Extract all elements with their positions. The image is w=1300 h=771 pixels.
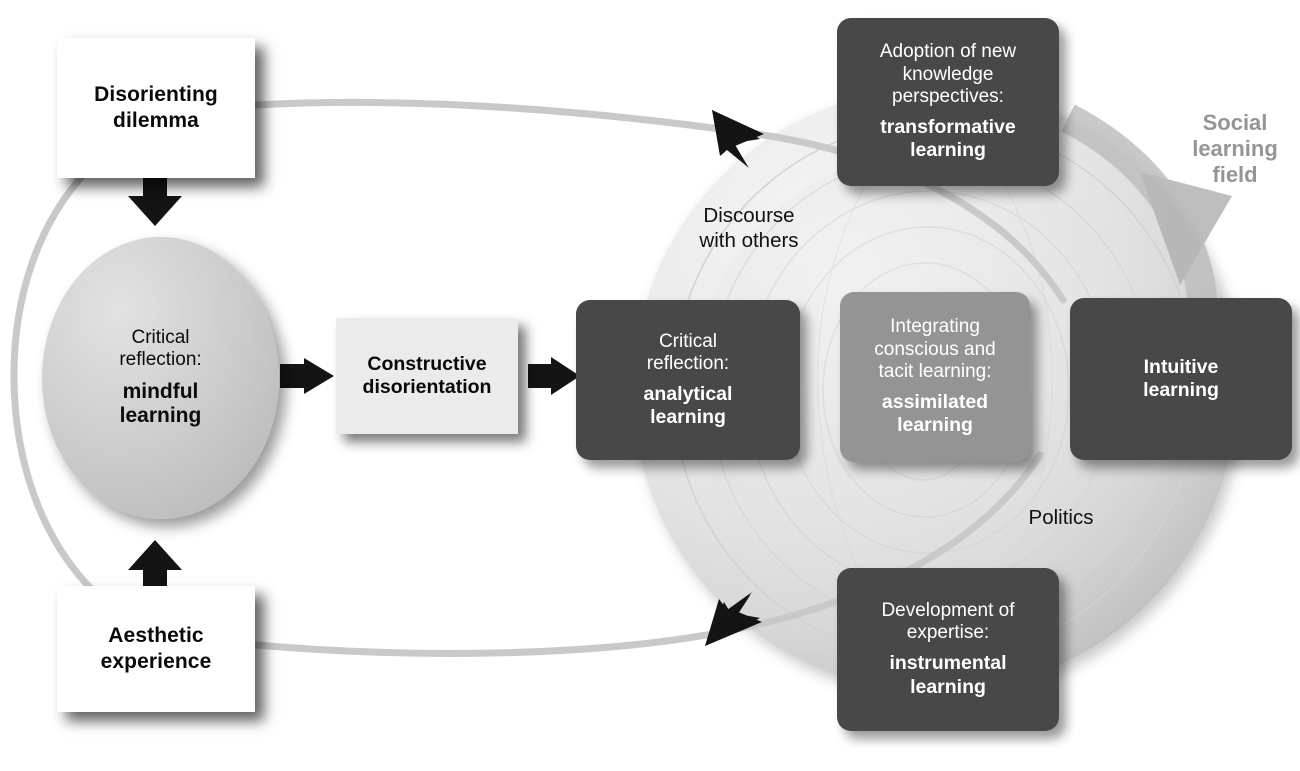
node-instrumental-learning[interactable]: Development of expertise: instrumental l…	[837, 568, 1059, 731]
arrow-aesthetic-to-ellipse	[128, 540, 182, 588]
text-gap	[119, 372, 201, 380]
node-mindful-learning-text: Critical reflection: mindful learning	[119, 327, 201, 429]
text-line: perspectives:	[892, 85, 1004, 107]
arrow-ellipse-to-constructive	[280, 358, 334, 394]
text-line: learning	[1143, 379, 1219, 401]
text-line: Constructive	[367, 352, 487, 375]
node-aesthetic-experience-text: Aesthetic experience	[101, 623, 212, 674]
arrow-dilemma-to-ellipse	[128, 178, 182, 226]
text-line: analytical	[643, 382, 733, 405]
text-gap	[644, 375, 733, 383]
text-line: Aesthetic	[108, 624, 204, 648]
node-aesthetic-experience[interactable]: Aesthetic experience	[57, 586, 255, 712]
text-line: conscious and	[874, 338, 996, 360]
node-constructive-disorientation[interactable]: Constructive disorientation	[336, 318, 518, 434]
text-line: experience	[100, 650, 212, 673]
text-line: learning	[119, 404, 202, 428]
node-disorienting-dilemma-text: Disorienting dilemma	[94, 82, 218, 133]
text-line: Intuitive	[1143, 355, 1219, 378]
text-line: learning	[650, 406, 726, 429]
text-line: instrumental	[889, 652, 1007, 675]
text-line: tacit learning:	[878, 360, 992, 382]
text-line: dilemma	[113, 109, 199, 132]
text-line: knowledge	[902, 63, 994, 85]
node-transformative-learning[interactable]: Adoption of new knowledge perspectives: …	[837, 18, 1059, 186]
text-line: Development of	[881, 600, 1015, 622]
node-intuitive-learning[interactable]: Intuitive learning	[1070, 298, 1292, 460]
text-line: transformative	[880, 116, 1016, 139]
node-assimilated-learning[interactable]: Integrating conscious and tacit learning…	[840, 292, 1030, 462]
text-line: learning	[897, 414, 973, 437]
text-line: Disorienting	[94, 83, 218, 107]
text-line: expertise:	[906, 622, 990, 644]
text-line: mindful	[122, 379, 199, 403]
text-line: reflection:	[646, 352, 730, 374]
flow-arrows	[128, 178, 580, 588]
text-line: reflection:	[119, 349, 202, 371]
text-gap	[880, 108, 1016, 116]
text-line: learning	[910, 675, 986, 698]
arrow-constructive-to-analytical	[528, 357, 580, 395]
text-line: Critical	[131, 327, 190, 349]
node-instrumental-learning-text: Development of expertise: instrumental l…	[881, 600, 1014, 699]
node-intuitive-learning-text: Intuitive learning	[1143, 356, 1219, 402]
node-mindful-learning[interactable]: Critical reflection: mindful learning	[42, 237, 279, 519]
node-assimilated-learning-text: Integrating conscious and tacit learning…	[874, 316, 995, 437]
arc-arrowheads	[705, 110, 764, 646]
text-line: Critical	[658, 330, 718, 352]
node-analytical-learning-text: Critical reflection: analytical learning	[644, 331, 733, 430]
text-line: Integrating	[890, 316, 980, 338]
text-line: learning	[910, 139, 986, 162]
text-line: assimilated	[881, 391, 989, 414]
node-constructive-disorientation-text: Constructive disorientation	[363, 353, 492, 400]
text-line: Adoption of new	[879, 41, 1017, 63]
text-line: disorientation	[362, 376, 492, 398]
text-gap	[874, 383, 995, 391]
node-transformative-learning-text: Adoption of new knowledge perspectives: …	[880, 41, 1016, 162]
text-gap	[881, 645, 1014, 653]
label-discourse-with-others: Discourse with others	[699, 204, 799, 252]
social-field-rotation-arrow	[1061, 104, 1232, 323]
label-social-learning-field: Social learning field	[1192, 110, 1278, 187]
label-politics: Politics	[1028, 506, 1094, 529]
node-analytical-learning[interactable]: Critical reflection: analytical learning	[576, 300, 800, 460]
node-disorienting-dilemma[interactable]: Disorienting dilemma	[57, 38, 255, 178]
